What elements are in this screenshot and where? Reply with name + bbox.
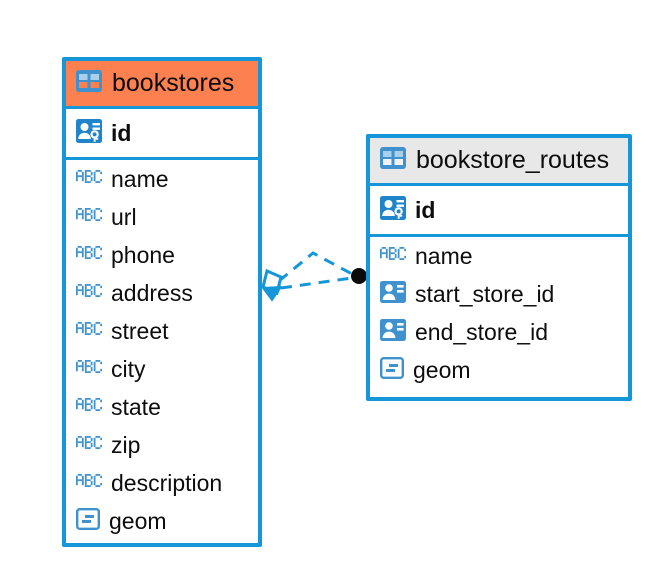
field-row-id[interactable]: id	[370, 186, 628, 234]
field-row-name[interactable]: name	[66, 160, 258, 198]
table-icon	[380, 147, 406, 174]
field-row-end-store-id[interactable]: end_store_id	[370, 313, 628, 351]
text-abc-icon	[76, 436, 102, 454]
entity-bookstore-routes-title: bookstore_routes	[416, 146, 610, 174]
entity-bookstores-header[interactable]: bookstores	[66, 61, 258, 109]
text-abc-icon	[76, 208, 102, 226]
field-row-address[interactable]: address	[66, 274, 258, 312]
field-label-zip: zip	[111, 431, 141, 458]
geometry-icon	[380, 356, 405, 384]
relationship-line-upper	[278, 251, 353, 283]
text-abc-icon	[380, 247, 406, 265]
text-abc-icon	[76, 170, 102, 188]
entity-bookstore-routes-field-list: name start_store_id	[370, 237, 628, 389]
text-abc-icon	[76, 398, 102, 416]
foreign-key-icon	[380, 318, 406, 346]
field-label-phone: phone	[111, 241, 175, 268]
diamond-arrow-marker	[261, 268, 283, 302]
field-label-id: id	[415, 196, 436, 223]
table-icon	[76, 70, 102, 97]
field-row-start-store-id[interactable]: start_store_id	[370, 275, 628, 313]
text-abc-icon	[76, 246, 102, 264]
field-label-address: address	[111, 279, 193, 306]
entity-bookstore-routes-primary-key-section: id	[370, 186, 628, 237]
relationship-line-lower	[280, 276, 353, 290]
field-label-geom: geom	[413, 356, 471, 383]
primary-key-icon	[380, 195, 406, 225]
field-label-end-store-id: end_store_id	[415, 318, 548, 345]
field-row-name[interactable]: name	[370, 237, 628, 275]
field-label-start-store-id: start_store_id	[415, 280, 555, 307]
field-label-city: city	[111, 355, 146, 382]
field-row-state[interactable]: state	[66, 388, 258, 426]
filled-circle-marker	[351, 268, 367, 284]
field-row-street[interactable]: street	[66, 312, 258, 350]
field-label-name: name	[415, 242, 473, 269]
entity-bookstore-routes[interactable]: bookstore_routes id	[366, 134, 632, 401]
field-label-geom: geom	[109, 507, 167, 534]
text-abc-icon	[76, 284, 102, 302]
field-row-geom[interactable]: geom	[370, 351, 628, 389]
field-row-zip[interactable]: zip	[66, 426, 258, 464]
primary-key-icon	[76, 118, 102, 148]
entity-bookstores-title: bookstores	[112, 69, 235, 97]
field-label-id: id	[111, 119, 132, 146]
field-label-state: state	[111, 393, 161, 420]
field-row-phone[interactable]: phone	[66, 236, 258, 274]
entity-bookstores-primary-key-section: id	[66, 109, 258, 160]
geometry-icon	[76, 507, 101, 535]
field-row-url[interactable]: url	[66, 198, 258, 236]
text-abc-icon	[76, 360, 102, 378]
field-row-geom[interactable]: geom	[66, 502, 258, 540]
entity-bookstores-field-list: name	[66, 160, 258, 540]
field-label-description: description	[111, 469, 223, 496]
entity-bookstore-routes-header[interactable]: bookstore_routes	[370, 138, 628, 186]
field-label-street: street	[111, 317, 169, 344]
text-abc-icon	[76, 322, 102, 340]
text-abc-icon	[76, 474, 102, 492]
field-label-name: name	[111, 165, 169, 192]
foreign-key-icon	[380, 280, 406, 308]
field-label-url: url	[111, 203, 137, 230]
field-row-description[interactable]: description	[66, 464, 258, 502]
entity-bookstores[interactable]: bookstores id	[62, 57, 262, 547]
field-row-city[interactable]: city	[66, 350, 258, 388]
field-row-id[interactable]: id	[66, 109, 258, 157]
